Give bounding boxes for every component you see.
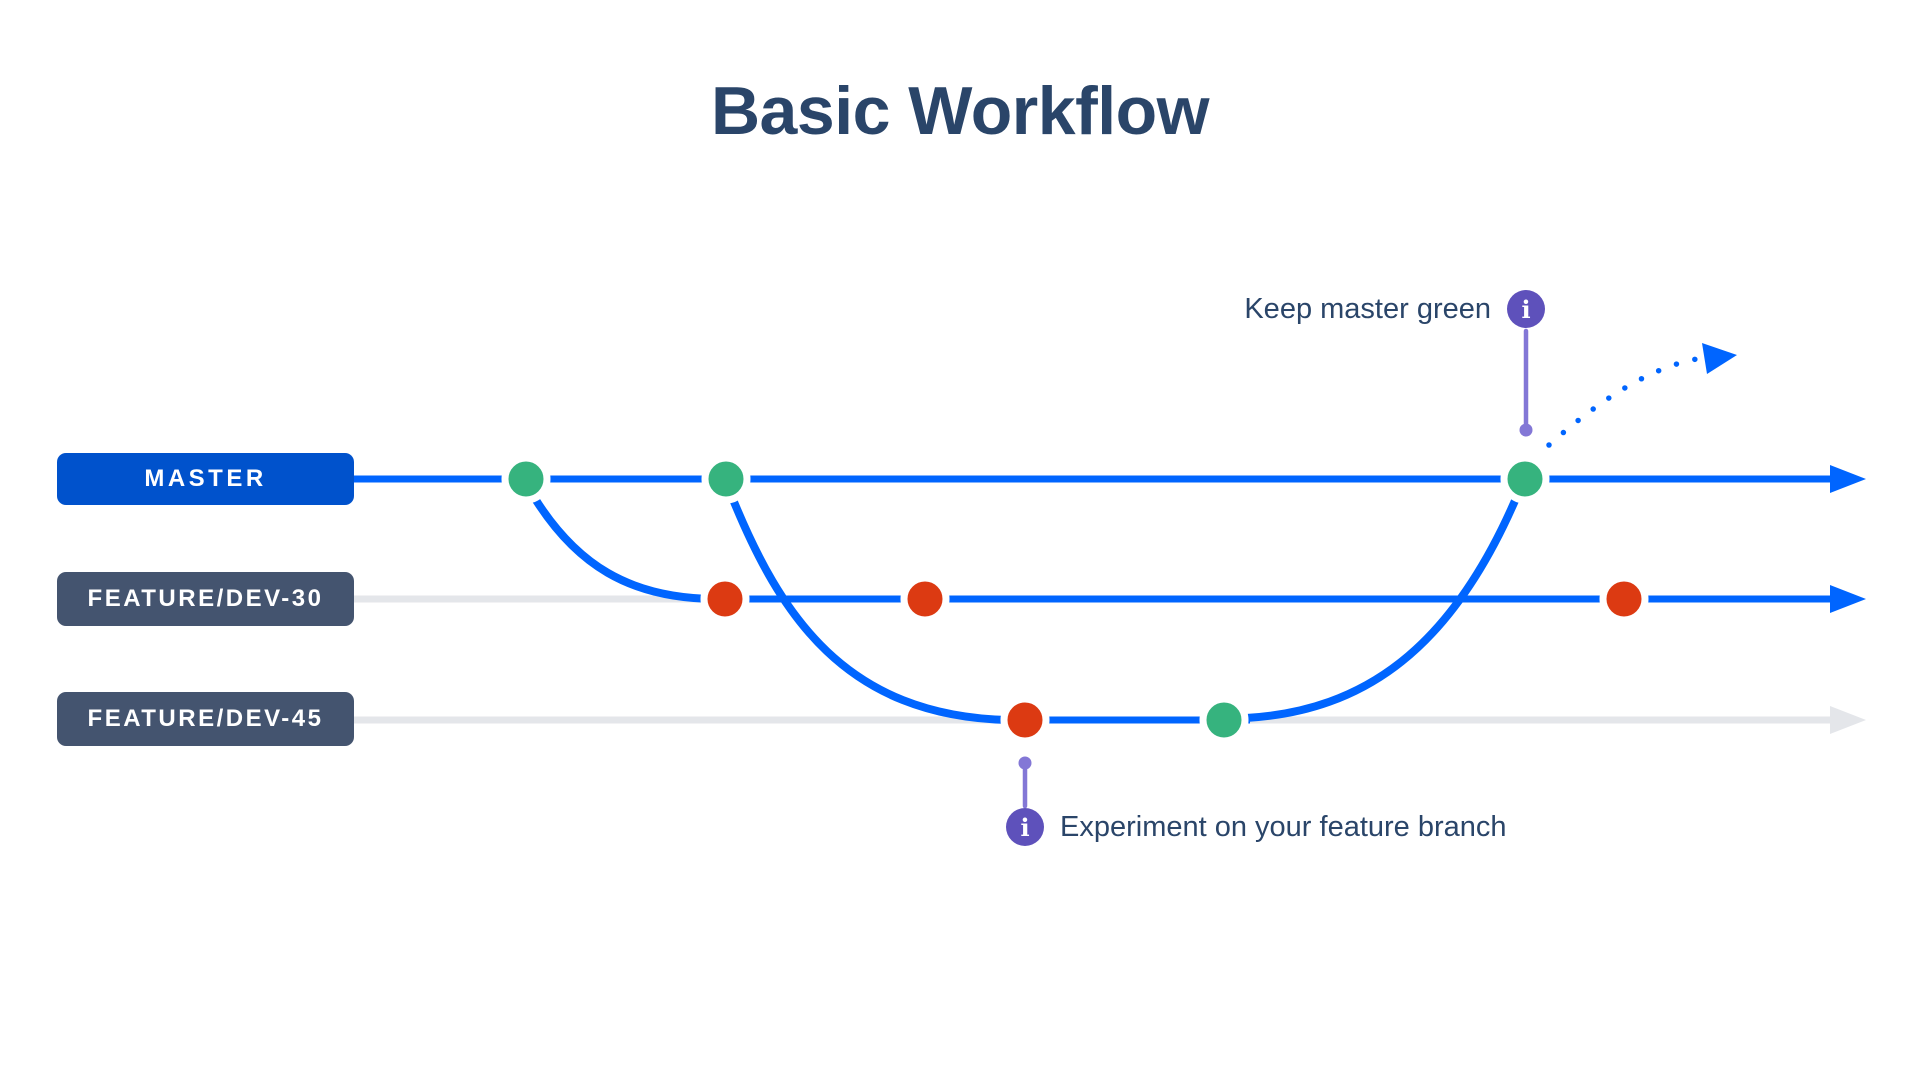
commit-master-1 (501, 454, 551, 504)
commit-feature-dev-45-2 (1199, 695, 1249, 745)
branch-curve-master-to-dev45 (728, 493, 1012, 724)
commit-dots (501, 454, 1649, 745)
commit-feature-dev-30-2 (900, 574, 950, 624)
commit-feature-dev-45-1 (1000, 695, 1050, 745)
branch-curve-master-to-dev30 (530, 493, 722, 603)
branch-badge-master: MASTER (57, 453, 354, 505)
commit-feature-dev-30-3 (1599, 574, 1649, 624)
dev45-arrowhead-icon (1830, 706, 1866, 734)
info-icon[interactable]: i (1006, 808, 1044, 846)
keep-master-green-leader-dot (1519, 423, 1533, 437)
merge-curve-dev45-to-master (1242, 492, 1521, 722)
commit-master-3 (1500, 454, 1550, 504)
dotted-arc-arrowhead-icon (1702, 343, 1737, 374)
annotation-experiment: i Experiment on your feature branch (1006, 808, 1507, 846)
annotation-keep-master-green: Keep master green i (1150, 290, 1545, 328)
master-arrowhead-icon (1830, 465, 1866, 493)
annotation-keep-master-green-label: Keep master green (1244, 292, 1491, 325)
dev30-arrowhead-icon (1830, 585, 1866, 613)
annotation-experiment-label: Experiment on your feature branch (1060, 810, 1507, 843)
branch-badge-feature-dev-30: FEATURE/DEV-30 (57, 572, 354, 626)
page-title: Basic Workflow (710, 73, 1210, 149)
branch-badge-feature-dev-45: FEATURE/DEV-45 (57, 692, 354, 746)
dotted-future-arc (1546, 354, 1715, 448)
experiment-leader-dot (1018, 756, 1032, 770)
commit-master-2 (701, 454, 751, 504)
info-icon[interactable]: i (1507, 290, 1545, 328)
commit-feature-dev-30-1 (700, 574, 750, 624)
